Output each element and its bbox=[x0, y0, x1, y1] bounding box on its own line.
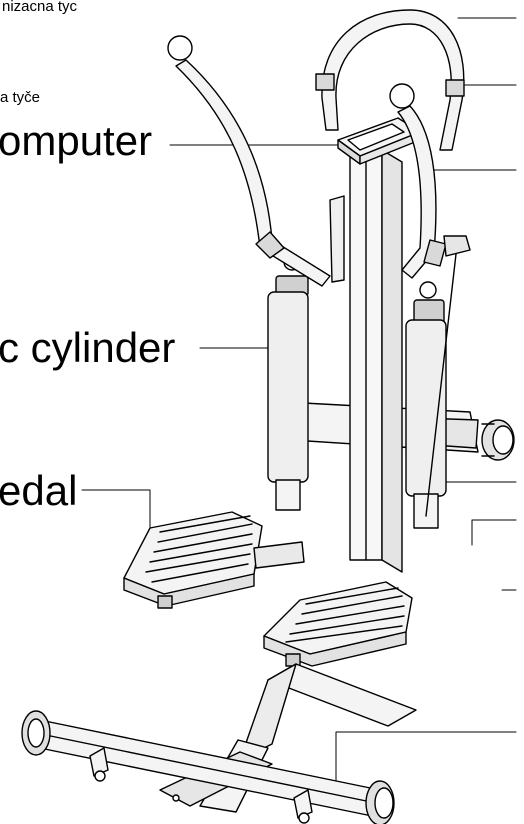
left-pedal bbox=[123, 511, 305, 609]
right-pedal bbox=[263, 581, 413, 667]
arched-handlebar bbox=[315, 9, 465, 151]
callout-line-pedal bbox=[81, 489, 151, 528]
callout-lines bbox=[81, 17, 517, 781]
label-hydraulic-cylinder: c cylinder bbox=[0, 324, 176, 371]
left-cylinder bbox=[267, 253, 309, 511]
front-wheel-right bbox=[293, 789, 313, 824]
front-wheel-left bbox=[89, 747, 109, 782]
rear-wheel bbox=[481, 419, 515, 461]
computer-display bbox=[337, 117, 421, 165]
callout-line-base bbox=[335, 731, 517, 781]
label-handle-bar: a tyče bbox=[0, 89, 41, 106]
left-handle-arm bbox=[167, 35, 345, 287]
front-end-cap-right bbox=[365, 780, 395, 824]
label-computer: omputer bbox=[0, 117, 153, 164]
label-pedal: edal bbox=[0, 467, 78, 514]
label-top-handle: nizacna tyc bbox=[2, 0, 78, 15]
central-mast bbox=[349, 149, 403, 573]
right-handle-arm bbox=[389, 83, 471, 517]
callout-line-right-2 bbox=[471, 519, 517, 546]
right-cylinder bbox=[405, 281, 447, 529]
front-end-cap-left bbox=[21, 710, 51, 756]
